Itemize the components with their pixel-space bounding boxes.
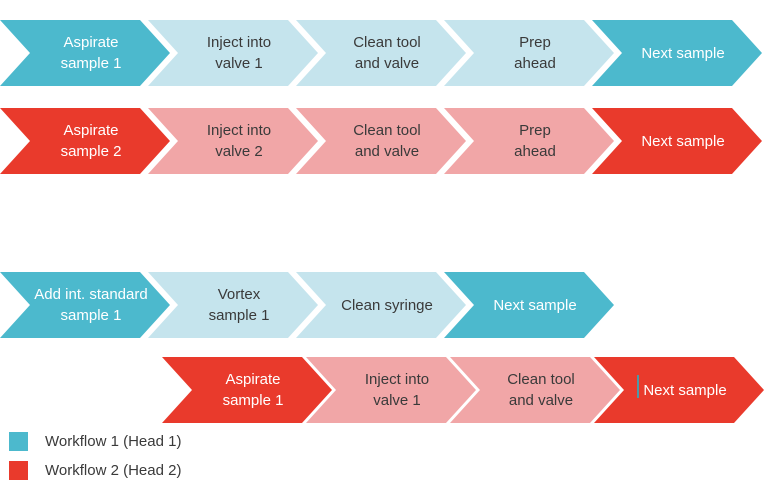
chevron-step: Next sample [594,357,764,423]
chevron-step-label: Next sample [641,132,725,150]
legend-item-workflow1: Workflow 1 (Head 1) [9,432,181,451]
chevron-step: Inject into valve 1 [148,20,318,86]
workflow2-row-main: Aspirate sample 2 Inject into valve 2 Cl… [0,108,762,174]
legend-label: Workflow 1 (Head 1) [45,433,182,450]
chevron-step: Inject into valve 2 [148,108,318,174]
workflow2-color-swatch [9,461,28,480]
chevron-step-label: Aspirate sample 1 [60,34,122,72]
chevron-step-label: Prep ahead [514,34,556,72]
chevron-step: Aspirate sample 2 [0,108,170,174]
chevron-step: Next sample [444,272,614,338]
chevron-step: Aspirate sample 1 [162,357,332,423]
chevron-step-label: Inject into valve 1 [364,371,430,409]
workflow1-row-main: Aspirate sample 1 Inject into valve 1 Cl… [0,20,762,86]
legend-item-workflow2: Workflow 2 (Head 2) [9,461,181,480]
chevron-step: Vortex sample 1 [148,272,318,338]
chevron-step-label: Aspirate sample 1 [222,371,284,409]
chevron-step-label: Clean tool and valve [353,122,421,160]
chevron-step: Next sample [592,108,762,174]
chevron-step-label: Next sample [641,44,725,62]
chevron-step: Prep ahead [444,108,614,174]
chevron-step: Add int. standard sample 1 [0,272,170,338]
workflow1-color-swatch [9,432,28,451]
workflow2-row-secondary: Aspirate sample 1 Inject into valve 1 Cl… [0,357,764,423]
legend: Workflow 1 (Head 1) Workflow 2 (Head 2) [9,432,181,480]
chevron-step-label: Next sample [493,296,577,314]
chevron-step: Clean tool and valve [296,108,466,174]
chevron-step-label: Inject into valve 1 [206,34,272,72]
chevron-step-label: Vortex sample 1 [208,286,270,324]
chevron-step-label: Clean tool and valve [507,371,575,409]
legend-label: Workflow 2 (Head 2) [45,462,182,479]
chevron-step-label: Add int. standard sample 1 [34,286,148,324]
chevron-step: Next sample [592,20,762,86]
chevron-step-label: Clean tool and valve [353,34,421,72]
chevron-step: Prep ahead [444,20,614,86]
chevron-step-label: Aspirate sample 2 [60,122,122,160]
workflow1-row-secondary: Add int. standard sample 1 Vortex sample… [0,272,614,338]
chevron-step: Aspirate sample 1 [0,20,170,86]
chevron-step-label: Prep ahead [514,122,556,160]
chevron-step: Clean syringe [296,272,466,338]
text-cursor [637,375,639,398]
chevron-step-label: Inject into valve 2 [206,122,272,160]
chevron-step-label: Clean syringe [341,296,433,314]
chevron-step-label: Next sample [643,381,727,399]
chevron-step: Clean tool and valve [296,20,466,86]
